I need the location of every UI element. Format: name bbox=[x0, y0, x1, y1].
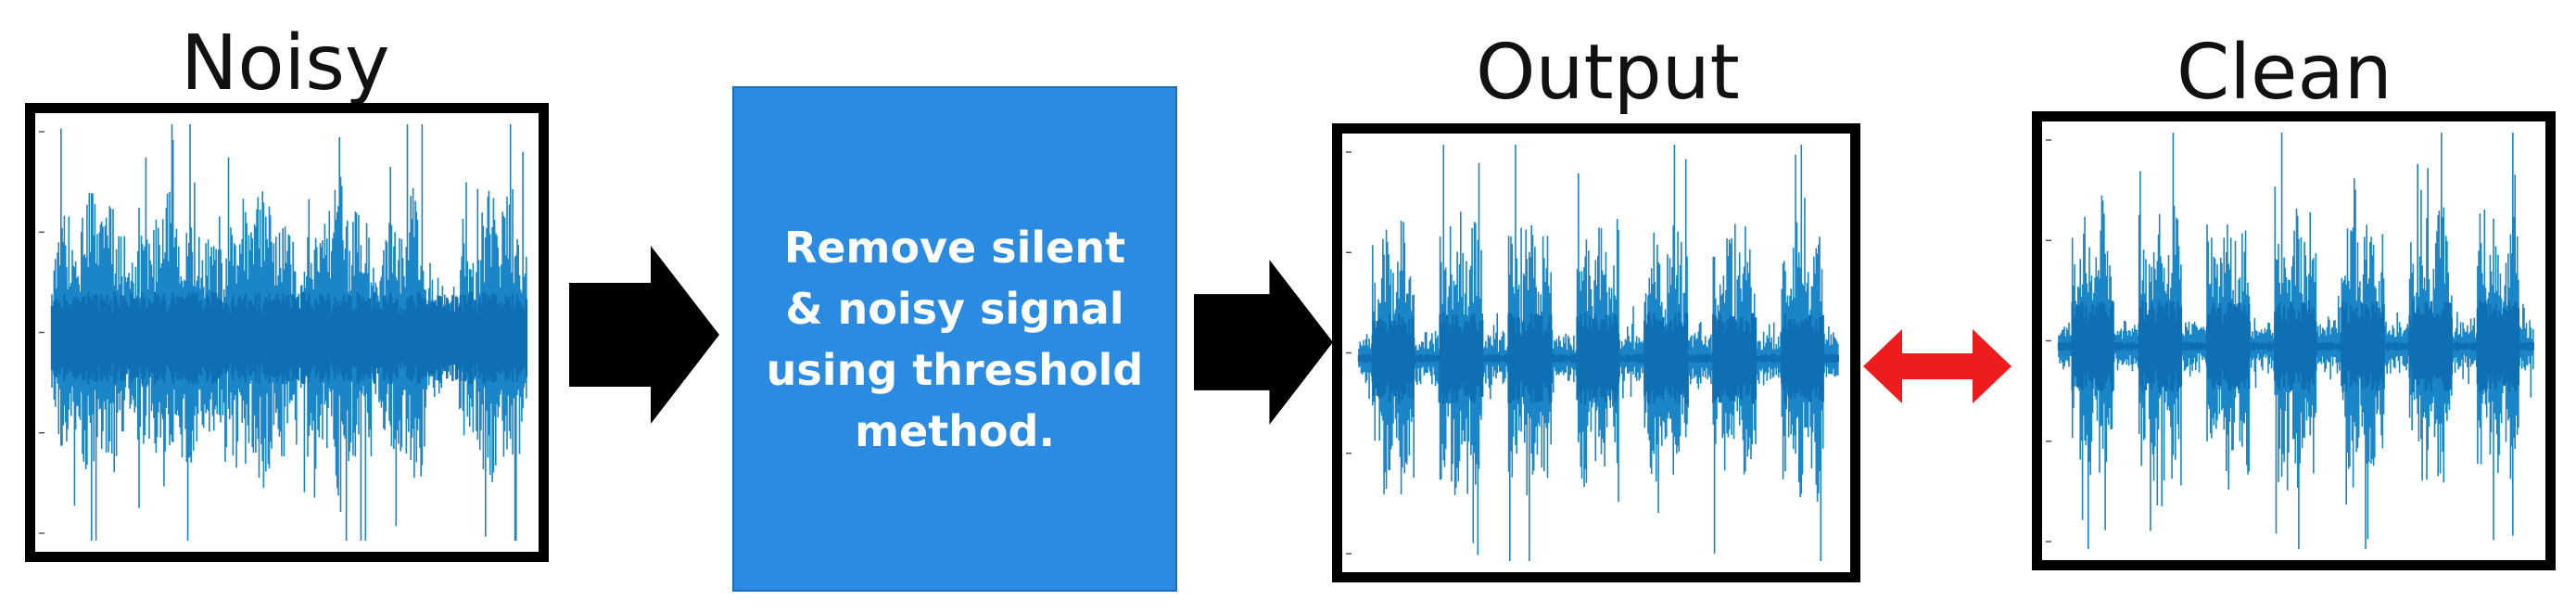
right-arrow-shape bbox=[569, 246, 719, 424]
right-arrow-icon bbox=[569, 246, 719, 424]
process-description: Remove silent & noisy signal using thres… bbox=[760, 217, 1149, 462]
waveform-core bbox=[50, 291, 527, 385]
waveform-core bbox=[2057, 300, 2534, 393]
process-line-4: method. bbox=[855, 405, 1055, 456]
waveform-core bbox=[1357, 312, 1839, 405]
clean-waveform-panel bbox=[2032, 111, 2556, 570]
process-line-3: using threshold bbox=[766, 344, 1144, 395]
double-headed-arrow-icon bbox=[1863, 329, 2011, 403]
output-waveform bbox=[1346, 145, 1839, 561]
output-label: Output bbox=[1476, 29, 1740, 117]
noisy-waveform-panel bbox=[25, 103, 549, 562]
process-line-2: & noisy signal bbox=[785, 283, 1124, 334]
noisy-waveform bbox=[39, 124, 527, 541]
clean-label: Clean bbox=[2176, 29, 2392, 117]
noisy-label: Noisy bbox=[181, 19, 390, 108]
clean-waveform bbox=[2046, 133, 2534, 549]
double-arrow-shape bbox=[1863, 329, 2011, 403]
process-box: Remove silent & noisy signal using thres… bbox=[732, 86, 1177, 592]
right-arrow-icon bbox=[1194, 260, 1333, 425]
process-line-1: Remove silent bbox=[783, 222, 1126, 273]
right-arrow-shape bbox=[1194, 260, 1333, 425]
output-waveform-panel bbox=[1332, 123, 1860, 582]
